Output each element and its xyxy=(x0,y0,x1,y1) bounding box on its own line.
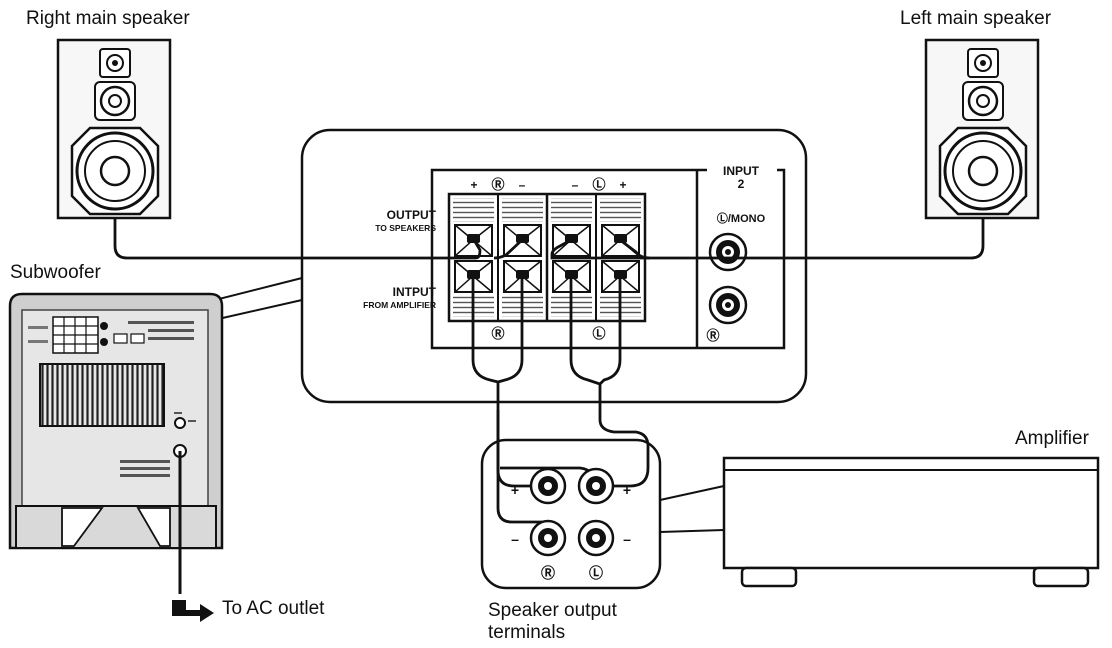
amplifier-terminals-callout: + + – – Ⓡ Ⓛ xyxy=(480,438,725,590)
panel-top-minus-right: – xyxy=(572,178,579,192)
right-main-speaker xyxy=(56,38,172,220)
subwoofer xyxy=(8,292,224,550)
amp-r-symbol: Ⓡ xyxy=(541,565,555,581)
input-title: INTPUT xyxy=(393,285,437,299)
subwoofer-label: Subwoofer xyxy=(10,262,101,283)
panel-bottom-r-symbol: Ⓡ xyxy=(491,326,504,341)
amp-minus-right-sign: – xyxy=(623,531,631,547)
amplifier xyxy=(722,456,1100,588)
amp-l-symbol: Ⓛ xyxy=(589,565,603,581)
amp-minus-left-sign: – xyxy=(511,531,519,547)
rca-jack-l-mono xyxy=(708,232,748,272)
speaker-output-terminals-label-line2: terminals xyxy=(488,622,566,643)
amp-plus-right-sign: + xyxy=(623,482,631,498)
left-main-speaker-label: Left main speaker xyxy=(900,8,1052,29)
right-main-speaker-label: Right main speaker xyxy=(26,8,190,29)
amp-terminal-l-minus xyxy=(577,519,615,557)
ac-power-cord xyxy=(172,451,214,622)
panel-bottom-l-symbol: Ⓛ xyxy=(592,326,605,341)
amp-plus-left-sign: + xyxy=(511,482,519,498)
panel-top-r-symbol: Ⓡ xyxy=(491,177,504,192)
panel-top-minus-left: – xyxy=(519,178,526,192)
input2-r-label: Ⓡ xyxy=(706,328,719,343)
rca-jack-r xyxy=(708,285,748,325)
panel-top-plus-left: + xyxy=(470,178,477,192)
output-title: OUTPUT xyxy=(387,208,437,222)
input2-title: INPUT xyxy=(723,164,760,178)
amp-terminal-l-plus xyxy=(577,467,615,505)
amplifier-label: Amplifier xyxy=(1015,428,1089,449)
speaker-output-terminals-label-line1: Speaker output xyxy=(488,600,617,621)
input-subtitle: FROM AMPLIFIER xyxy=(363,300,436,310)
input2-l-mono-label: Ⓛ/MONO xyxy=(717,211,766,225)
output-subtitle: TO SPEAKERS xyxy=(375,223,436,233)
panel-top-plus-right: + xyxy=(619,178,626,192)
main-speaker-wires xyxy=(113,218,985,260)
amp-terminal-r-minus xyxy=(529,519,567,557)
amp-terminal-r-plus xyxy=(529,467,567,505)
input2-number: 2 xyxy=(738,177,745,191)
panel-top-l-symbol: Ⓛ xyxy=(592,177,605,192)
subwoofer-rear-panel-callout: + Ⓡ – – Ⓛ + OUTPUT TO SPEAKERS INTPUT FR… xyxy=(127,128,808,404)
left-main-speaker xyxy=(924,38,1040,220)
to-ac-outlet-label: To AC outlet xyxy=(222,598,325,619)
